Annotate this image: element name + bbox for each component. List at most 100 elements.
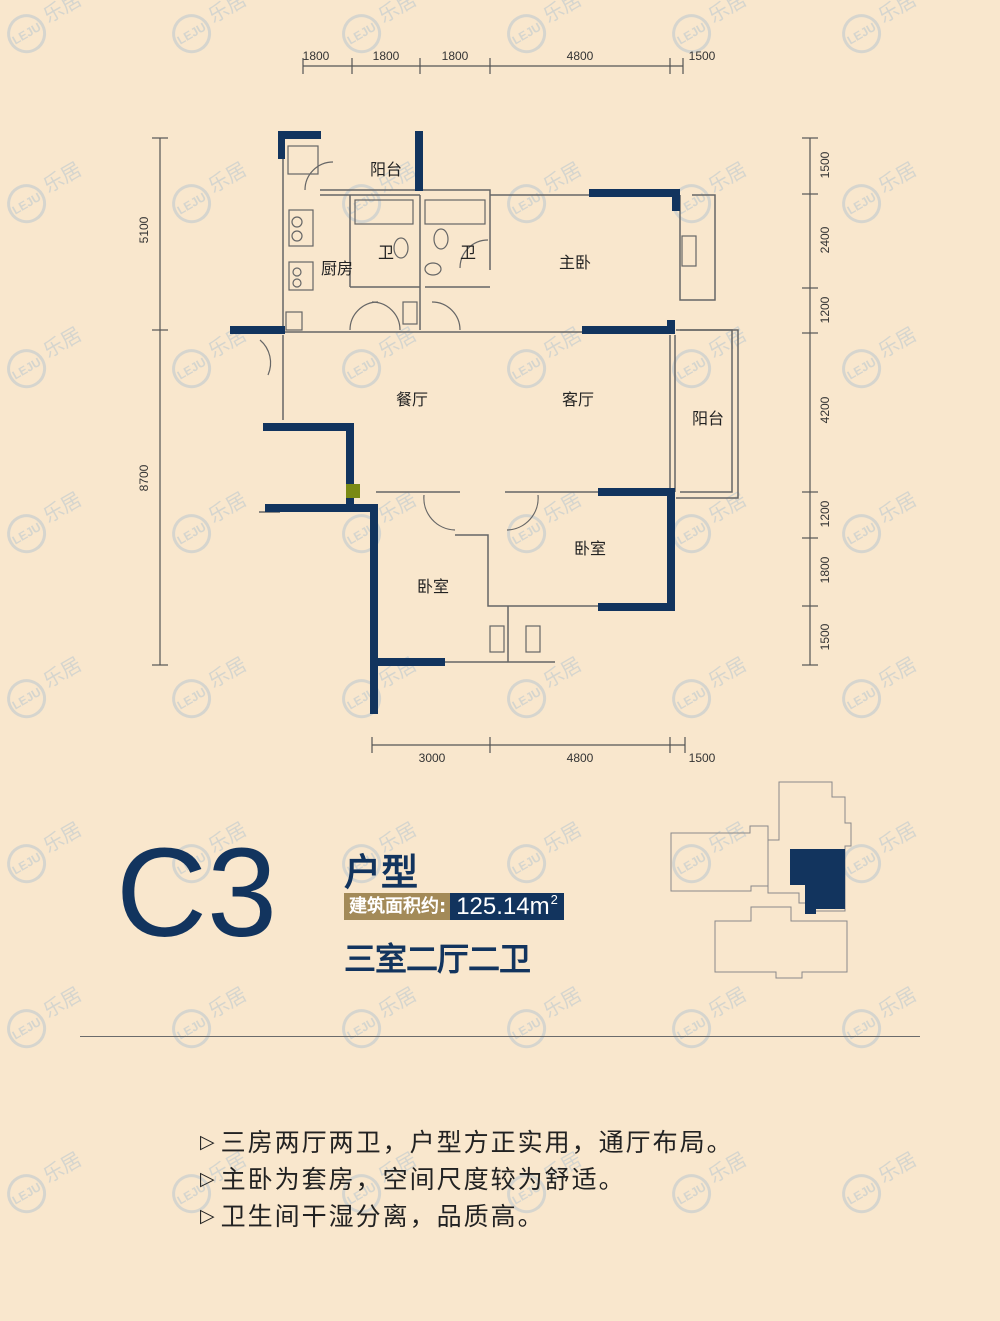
room-dining: 餐厅 xyxy=(396,390,428,409)
dim-right-2: 2400 xyxy=(818,226,832,253)
dim-top-2: 1800 xyxy=(373,49,400,63)
watermark-logo-icon xyxy=(842,844,882,884)
watermark-logo-icon xyxy=(507,844,547,884)
watermark-logo: LEJU xyxy=(845,1180,879,1207)
dim-left-1: 5100 xyxy=(137,216,151,243)
dim-right-7: 1500 xyxy=(818,623,832,650)
bearing-walls xyxy=(230,131,680,714)
watermark-logo-icon xyxy=(507,1009,547,1049)
dimension-labels: 1800 1800 1800 4800 1500 3000 4800 1500 … xyxy=(137,49,832,765)
dim-top-4: 4800 xyxy=(567,49,594,63)
room-bedroom-1: 卧室 xyxy=(417,577,449,596)
room-kitchen: 厨房 xyxy=(321,259,353,278)
feature-item: ▷三房两厅两卫，户型方正实用，通厅布局。 xyxy=(200,1124,734,1161)
watermark-logo-icon xyxy=(507,679,547,719)
watermark-logo-icon xyxy=(342,349,382,389)
watermark-logo-icon xyxy=(172,14,212,54)
key-plan xyxy=(670,781,852,979)
watermark-logo-icon xyxy=(672,1174,712,1214)
feature-text: 卫生间干湿分离，品质高。 xyxy=(220,1202,545,1231)
feature-marker-icon: ▷ xyxy=(200,1168,217,1190)
watermark-logo-icon xyxy=(172,184,212,224)
room-bedroom-2: 卧室 xyxy=(574,539,606,558)
watermark-logo: LEJU xyxy=(675,1015,709,1042)
watermark-logo-icon xyxy=(507,349,547,389)
dim-top-1: 1800 xyxy=(303,49,330,63)
watermark-logo-icon xyxy=(507,1174,547,1214)
feature-text: 主卧为套房，空间尺度较为舒适。 xyxy=(220,1165,626,1194)
dim-top-5: 1500 xyxy=(689,49,716,63)
dim-bottom-1: 3000 xyxy=(419,751,446,765)
watermark-logo-icon xyxy=(172,844,212,884)
dimension-lines xyxy=(152,58,818,753)
watermark-logo-icon xyxy=(842,514,882,554)
watermark-logo-icon xyxy=(672,14,712,54)
dim-right-1: 1500 xyxy=(818,151,832,178)
watermark-logo: LEJU xyxy=(175,1015,209,1042)
area-label: 建筑面积约: xyxy=(344,893,451,920)
watermark-logo-icon xyxy=(672,514,712,554)
watermark-logo-icon xyxy=(507,514,547,554)
watermark-logo-icon xyxy=(672,844,712,884)
watermark-logo-icon xyxy=(672,349,712,389)
watermark-logo-icon xyxy=(842,349,882,389)
dim-bottom-2: 4800 xyxy=(567,751,594,765)
watermark-logo-icon xyxy=(172,514,212,554)
key-plan-highlight xyxy=(790,849,845,914)
watermark-logo-icon xyxy=(7,1174,47,1214)
watermark-logo-icon xyxy=(172,1174,212,1214)
watermark-logo: LEJU xyxy=(510,1015,544,1042)
unit-code: C3 xyxy=(116,822,278,963)
watermark-logo-icon xyxy=(672,1009,712,1049)
dim-bottom-3: 1500 xyxy=(689,751,716,765)
watermark-logo-icon xyxy=(342,844,382,884)
watermark-brand: 乐居 xyxy=(874,1147,921,1188)
dim-right-5: 1200 xyxy=(818,500,832,527)
watermark-logo: LEJU xyxy=(845,1015,879,1042)
watermark-logo-icon xyxy=(342,1009,382,1049)
feature-list: ▷三房两厅两卫，户型方正实用，通厅布局。 ▷主卧为套房，空间尺度较为舒适。 ▷卫… xyxy=(200,1124,734,1235)
unit-type-label: 户型 xyxy=(344,851,418,894)
watermark-logo: LEJU xyxy=(345,1015,379,1042)
column xyxy=(346,484,360,498)
dim-left-2: 8700 xyxy=(137,464,151,491)
dim-right-6: 1800 xyxy=(818,556,832,583)
room-bath-2: 卫 xyxy=(460,243,476,262)
area-value: 125.14m xyxy=(456,893,550,920)
room-balcony-right: 阳台 xyxy=(692,409,724,428)
watermark-brand: 乐居 xyxy=(39,1147,86,1188)
watermark-logo-icon xyxy=(842,679,882,719)
watermark-logo-icon xyxy=(672,679,712,719)
door-swings xyxy=(259,161,539,531)
watermark-logo-icon xyxy=(7,184,47,224)
watermark-logo-icon xyxy=(172,349,212,389)
room-labels: 阳台 厨房 卫 卫 主卧 餐厅 客厅 阳台 卧室 卧室 xyxy=(321,160,724,596)
room-master-bedroom: 主卧 xyxy=(559,253,591,272)
watermark-logo-icon xyxy=(342,14,382,54)
watermark-logo-icon xyxy=(842,1174,882,1214)
feature-item: ▷主卧为套房，空间尺度较为舒适。 xyxy=(200,1161,734,1198)
key-plan-outline xyxy=(670,781,852,979)
watermark-logo-icon xyxy=(7,844,47,884)
watermark-logo-icon xyxy=(172,1009,212,1049)
dim-right-3: 1200 xyxy=(818,296,832,323)
watermark-logo-icon xyxy=(7,349,47,389)
room-bath-1: 卫 xyxy=(378,243,394,262)
feature-item: ▷卫生间干湿分离，品质高。 xyxy=(200,1198,734,1235)
feature-marker-icon: ▷ xyxy=(200,1131,217,1153)
watermark-logo-icon xyxy=(842,1009,882,1049)
watermark-logo-icon xyxy=(842,14,882,54)
watermark-logo-icon xyxy=(7,14,47,54)
unit-layout: 三室二厅二卫 xyxy=(344,940,531,978)
floor-plan: 1800 1800 1800 4800 1500 3000 4800 1500 … xyxy=(137,49,832,765)
dim-right-4: 4200 xyxy=(818,396,832,423)
fixtures xyxy=(285,145,697,653)
watermark-logo-icon xyxy=(7,1009,47,1049)
area-superscript: 2 xyxy=(550,892,558,907)
watermark-logo-icon xyxy=(7,679,47,719)
